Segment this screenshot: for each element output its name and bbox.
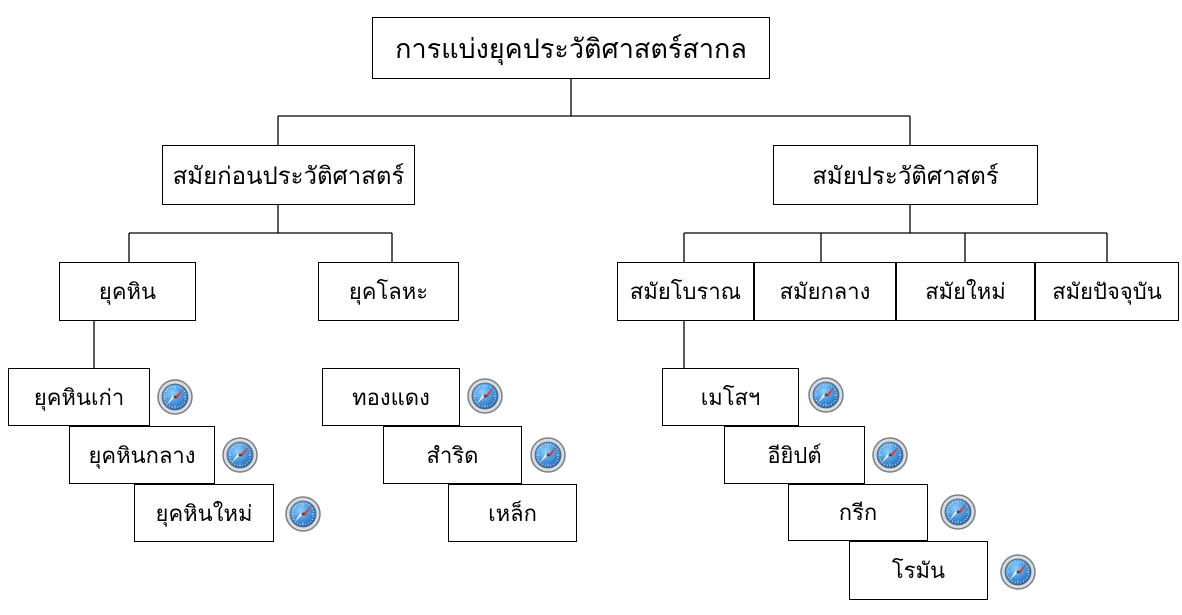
root-title-box[interactable]: การแบ่งยุคประวัติศาสตร์สากล [372,17,770,79]
safari-compass-icon[interactable] [1000,554,1036,590]
mesolithic-box[interactable]: ยุคหินกลาง [69,426,215,484]
copper-box[interactable]: ทองแดง [322,368,460,426]
era-medieval-box[interactable]: สมัยกลาง [754,262,896,321]
neolithic-box[interactable]: ยุคหินใหม่ [134,484,274,542]
safari-compass-icon[interactable] [222,437,258,473]
prehistoric-box[interactable]: สมัยก่อนประวัติศาสตร์ [162,145,415,205]
safari-compass-icon[interactable] [940,494,976,530]
greece-box[interactable]: กรีก [788,484,928,541]
safari-compass-icon[interactable] [157,379,193,415]
historic-box[interactable]: สมัยประวัติศาสตร์ [773,145,1038,205]
era-modern-box[interactable]: สมัยใหม่ [896,262,1035,321]
safari-compass-icon[interactable] [467,378,503,414]
egypt-box[interactable]: อียิปต์ [724,426,865,484]
stone-age-box[interactable]: ยุคหิน [59,262,196,321]
bronze-box[interactable]: สำริด [383,426,522,484]
safari-compass-icon[interactable] [530,437,566,473]
era-contemporary-box[interactable]: สมัยปัจจุบัน [1035,262,1179,321]
safari-compass-icon[interactable] [872,437,908,473]
mesopotamia-box[interactable]: เมโสฯ [662,368,799,426]
safari-compass-icon[interactable] [285,496,321,532]
paleolithic-box[interactable]: ยุคหินเก่า [8,368,150,426]
era-ancient-box[interactable]: สมัยโบราณ [617,262,754,321]
rome-box[interactable]: โรมัน [849,541,988,600]
safari-compass-icon[interactable] [808,377,844,413]
metal-age-box[interactable]: ยุคโลหะ [318,262,459,321]
iron-box[interactable]: เหล็ก [448,484,577,542]
